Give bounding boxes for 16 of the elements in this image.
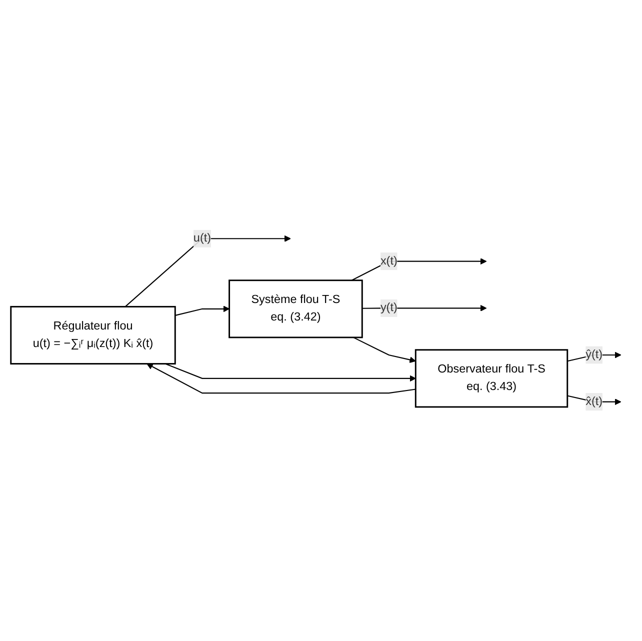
arrow — [146, 364, 416, 394]
arrow — [175, 306, 230, 316]
edge-label: y(t) — [380, 302, 398, 314]
arrow — [165, 364, 416, 382]
node-box: Régulateur flou u(t) = −∑ᵢʳ μᵢ(z(t)) Kᵢ x̂(t) — [10, 306, 176, 365]
edge-label: u(t) — [193, 232, 211, 245]
edge-label: x̂(t) — [586, 396, 603, 408]
edge-label: ŷ(t) — [586, 348, 603, 362]
arrow — [567, 352, 622, 362]
arrow — [124, 236, 291, 308]
arrow — [353, 337, 416, 364]
arrow — [362, 305, 487, 312]
node-box: Système flou T-S eq. (3.42) — [228, 280, 363, 338]
arrow — [351, 258, 487, 282]
edge-label: x(t) — [380, 255, 398, 268]
node-box: Observateur flou T-S eq. (3.43) — [414, 349, 568, 408]
